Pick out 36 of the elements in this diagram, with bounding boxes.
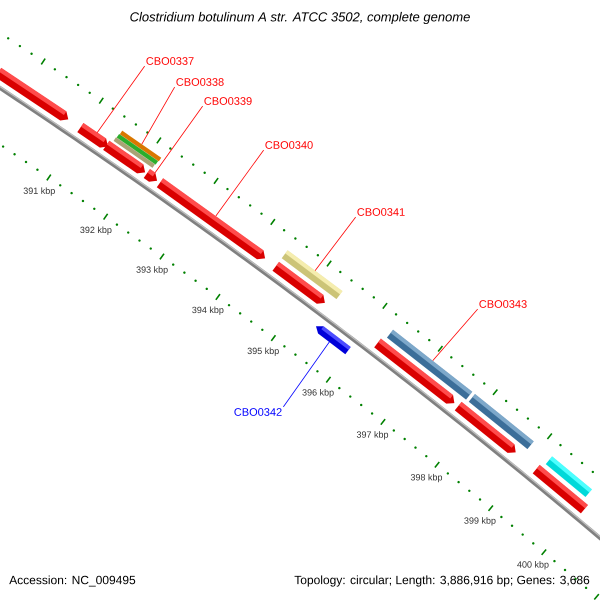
gene-label: CBO0343: [479, 300, 527, 308]
leader-line: [314, 216, 356, 271]
genome-info-text: Topology: circular; Length: 3,886,916 bp; Genes: 3,686: [294, 575, 590, 587]
gene-block: [546, 456, 592, 498]
gene-block: [316, 326, 351, 354]
leader-line: [432, 308, 478, 361]
gene-block: [0, 68, 68, 121]
gene-label: CBO0341: [357, 208, 405, 216]
tick-label: 393 kbp: [136, 266, 168, 275]
leader-line: [154, 106, 204, 174]
tick-label: 399 kbp: [464, 517, 496, 526]
leader-line: [96, 66, 146, 133]
tick-label: 394 kbp: [192, 306, 224, 315]
tick-label: 395 kbp: [248, 347, 279, 356]
gene-block: [386, 330, 472, 400]
leader-line: [141, 86, 176, 145]
tick-label: 391 kbp: [24, 187, 55, 196]
gene-label: CBO0339: [204, 97, 252, 105]
gene-block: [468, 394, 534, 450]
leader-line: [282, 342, 330, 408]
gene-label: CBO0340: [265, 141, 313, 149]
leader-line: [216, 150, 264, 216]
gene-label: CBO0338: [176, 78, 224, 86]
gene-block: [156, 178, 266, 260]
gene-label: CBO0337: [146, 57, 194, 65]
tick-label: 400 kbp: [517, 561, 549, 570]
gene-block: [144, 169, 158, 182]
accession-text: Accession: NC_009495: [9, 575, 136, 587]
gene-label: CBO0342: [234, 408, 282, 416]
title: Clostridium botulinum A str. ATCC 3502, complete genome: [130, 12, 470, 24]
tick-label: 397 kbp: [356, 431, 388, 440]
tick-label: 396 kbp: [302, 389, 334, 398]
gene-block: [282, 250, 342, 300]
tick-label: 398 kbp: [410, 474, 442, 482]
tick-label: 392 kbp: [80, 226, 112, 235]
gene-block: [77, 123, 108, 148]
